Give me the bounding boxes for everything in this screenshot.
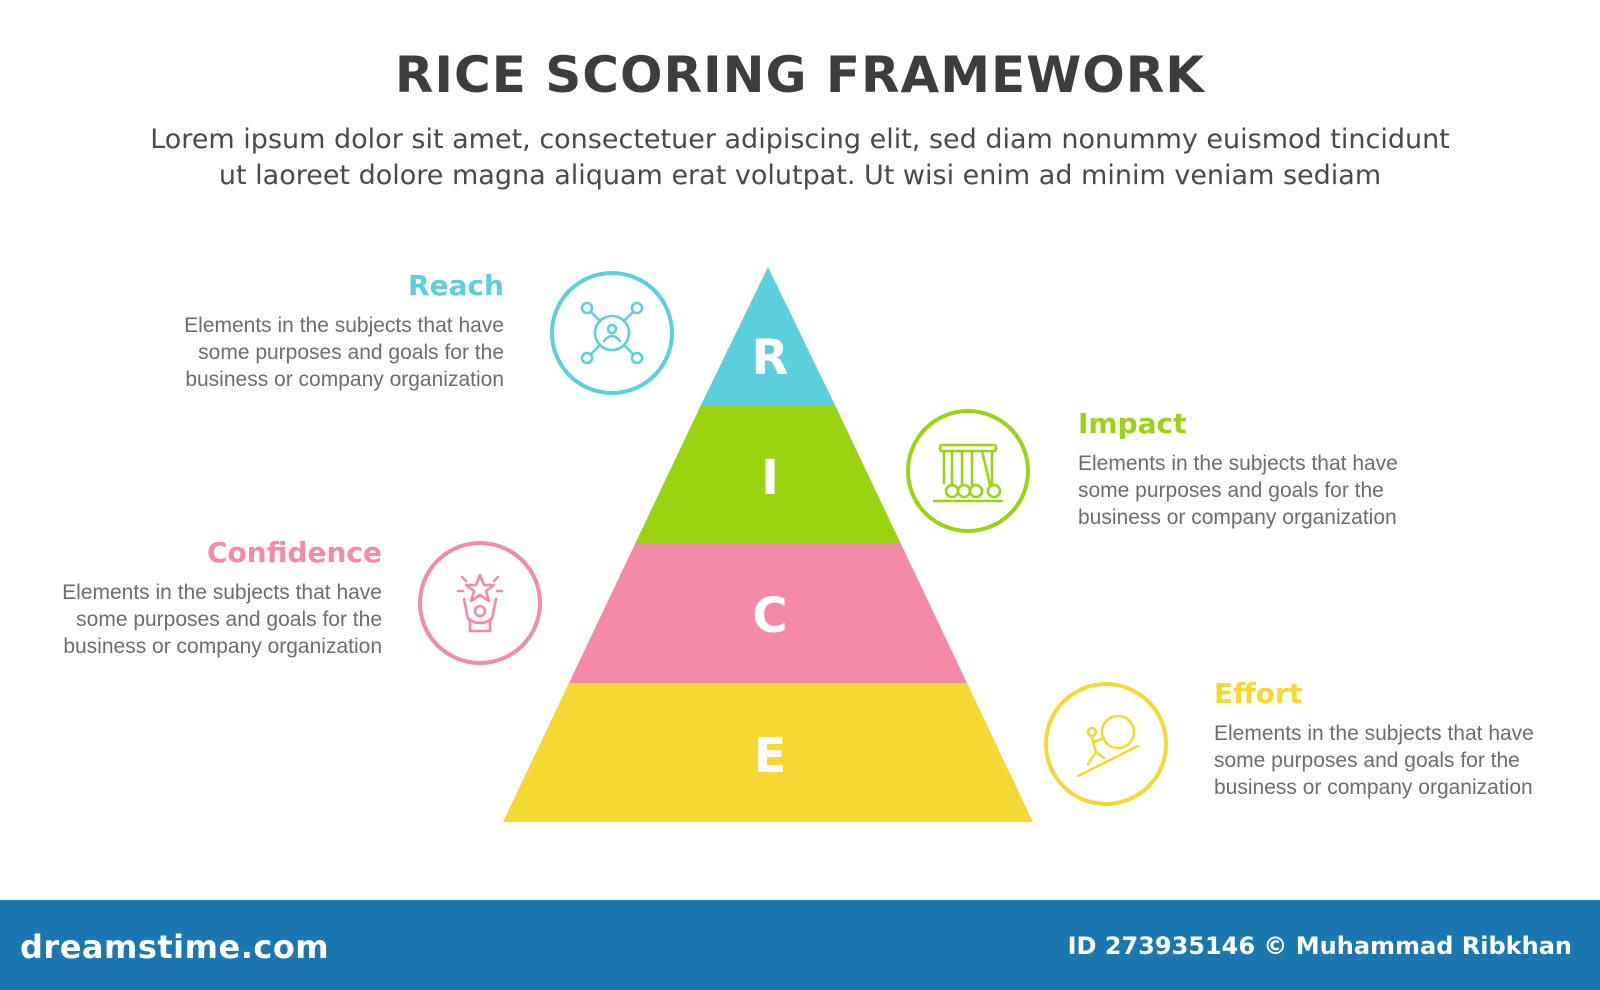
pyramid-letter-e: E xyxy=(754,728,787,784)
confidence-description: Elements in the subjects that have some … xyxy=(62,581,382,658)
impact-title: Impact xyxy=(1078,407,1187,440)
impact-block: Impact Elements in the subjects that hav… xyxy=(1078,408,1538,531)
pyramid-letter-c: C xyxy=(752,588,787,644)
confidence-title: Confidence xyxy=(206,536,382,569)
reach-title: Reach xyxy=(408,269,504,302)
effort-description: Elements in the subjects that have some … xyxy=(1214,722,1534,799)
newtons-cradle-icon xyxy=(932,443,1004,503)
pyramid-tier-e xyxy=(503,683,1033,822)
pyramid-tier-c xyxy=(569,544,967,683)
effort-title: Effort xyxy=(1214,677,1303,710)
reach-icon-circle xyxy=(550,271,674,395)
image-credit: ID 273935146 © Muhammad Ribkhan xyxy=(1067,932,1572,960)
reach-description: Elements in the subjects that have some … xyxy=(184,314,504,391)
reach-block: Reach Elements in the subjects that have… xyxy=(64,270,504,393)
effort-icon-circle xyxy=(1044,682,1168,806)
subtitle-line: Lorem ipsum dolor sit amet, consectetuer… xyxy=(150,124,1450,155)
page-subtitle: Lorem ipsum dolor sit amet, consectetuer… xyxy=(100,122,1500,194)
footer-bar: dreamstime.com ID 273935146 © Muhammad R… xyxy=(0,900,1600,990)
pyramid-letter-i: I xyxy=(761,450,779,506)
push-boulder-icon xyxy=(1076,714,1140,778)
confidence-icon-circle xyxy=(418,541,542,665)
page-title: RICE SCORING FRAMEWORK xyxy=(394,46,1206,104)
impact-description: Elements in the subjects that have some … xyxy=(1078,452,1398,529)
impact-icon-circle xyxy=(906,409,1030,533)
rice-pyramid: R I C E xyxy=(503,267,1033,822)
effort-block: Effort Elements in the subjects that hav… xyxy=(1214,678,1574,801)
pyramid-tier-r xyxy=(701,267,835,405)
star-hands-icon xyxy=(456,573,504,633)
pyramid-tier-i xyxy=(635,405,901,544)
network-person-icon xyxy=(580,301,644,365)
subtitle-line: ut laoreet dolore magna aliquam erat vol… xyxy=(218,160,1382,191)
pyramid-letter-r: R xyxy=(752,330,789,386)
confidence-block: Confidence Elements in the subjects that… xyxy=(0,537,382,660)
brand-logo-text: dreamstime.com xyxy=(20,928,330,966)
